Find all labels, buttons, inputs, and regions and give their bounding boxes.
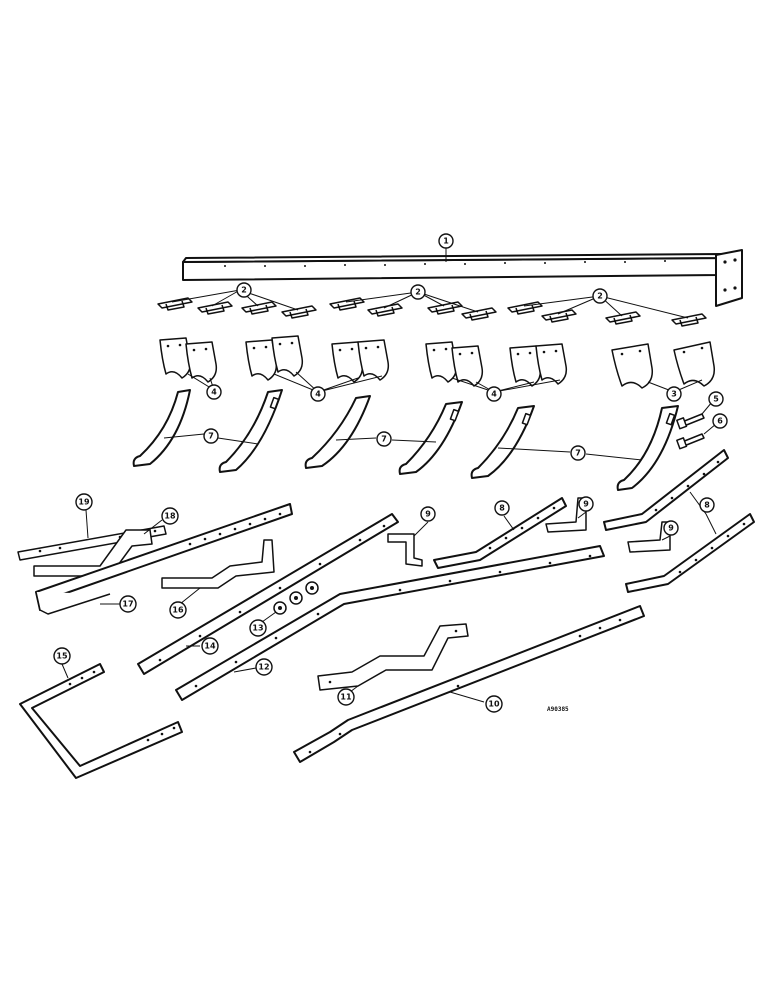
bolts-part-5-6 — [676, 401, 717, 450]
callout-13: 13 — [249, 619, 267, 637]
svg-text:17: 17 — [122, 600, 133, 609]
svg-text:13: 13 — [252, 624, 263, 633]
long-bar-part-12 — [175, 545, 605, 701]
svg-text:5: 5 — [713, 395, 719, 404]
svg-text:9: 9 — [425, 510, 431, 519]
callout-7: 7 — [570, 445, 586, 461]
callout-2: 2 — [592, 288, 608, 304]
callout-4: 4 — [486, 386, 502, 402]
callout-4: 4 — [206, 384, 222, 400]
svg-text:6: 6 — [717, 417, 723, 426]
callout-12: 12 — [255, 658, 273, 676]
callout-1: 1 — [438, 233, 454, 249]
clip-brackets-part-2 — [157, 289, 707, 327]
svg-text:16: 16 — [172, 606, 184, 615]
callout-2: 2 — [236, 282, 252, 298]
callout-7: 7 — [376, 431, 392, 447]
svg-text:2: 2 — [241, 286, 247, 295]
svg-text:8: 8 — [499, 504, 505, 513]
callout-3: 3 — [666, 386, 682, 402]
svg-text:9: 9 — [583, 500, 589, 509]
bar-part-17 — [35, 503, 293, 615]
long-bar-part-10 — [293, 605, 645, 763]
long-bar-part-14 — [137, 513, 399, 675]
main-beam-part-1 — [182, 249, 743, 307]
svg-text:4: 4 — [211, 388, 217, 397]
svg-text:14: 14 — [204, 642, 216, 651]
svg-text:12: 12 — [258, 663, 269, 672]
cranked-bar-part-16 — [161, 539, 275, 605]
svg-text:15: 15 — [56, 652, 68, 661]
callout-9: 9 — [578, 496, 594, 512]
callout-5: 5 — [708, 391, 724, 407]
svg-text:10: 10 — [488, 700, 500, 709]
svg-text:4: 4 — [491, 390, 497, 399]
mounting-plates-part-3-4 — [159, 335, 716, 393]
svg-text:4: 4 — [315, 390, 321, 399]
callout-14: 14 — [201, 637, 219, 655]
svg-text:3: 3 — [671, 390, 677, 399]
callout-9: 9 — [420, 506, 436, 522]
offset-bracket-part-18 — [33, 519, 163, 577]
callout-10: 10 — [485, 695, 503, 713]
svg-text:18: 18 — [164, 512, 176, 521]
callout-9: 9 — [663, 520, 679, 536]
curved-standards-part-7 — [132, 389, 679, 491]
callout-8: 8 — [699, 497, 715, 513]
svg-text:7: 7 — [208, 432, 214, 441]
washers-part-13 — [261, 581, 319, 623]
callout-4: 4 — [310, 386, 326, 402]
svg-text:7: 7 — [575, 449, 581, 458]
svg-text:19: 19 — [78, 498, 90, 507]
callout-2: 2 — [410, 284, 426, 300]
reference-code: A90385 — [547, 706, 569, 713]
callout-16: 16 — [169, 601, 187, 619]
svg-text:2: 2 — [415, 288, 421, 297]
callouts: 1 2 2 2 4 4 4 3 5 6 7 7 7 19 18 17 16 9 … — [53, 233, 728, 713]
u-frame-part-15 — [19, 663, 183, 779]
svg-text:11: 11 — [340, 693, 352, 702]
callout-18: 18 — [161, 507, 179, 525]
svg-text:8: 8 — [704, 501, 710, 510]
callout-7: 7 — [203, 428, 219, 444]
svg-text:2: 2 — [597, 292, 603, 301]
callout-15: 15 — [53, 647, 71, 665]
callout-11: 11 — [337, 688, 355, 706]
svg-text:9: 9 — [668, 524, 674, 533]
svg-text:1: 1 — [443, 237, 449, 246]
svg-text:7: 7 — [381, 435, 387, 444]
callout-8: 8 — [494, 500, 510, 516]
bars-part-8 — [433, 449, 755, 593]
callout-17: 17 — [119, 595, 137, 613]
callout-6: 6 — [712, 413, 728, 429]
callout-19: 19 — [75, 493, 93, 511]
